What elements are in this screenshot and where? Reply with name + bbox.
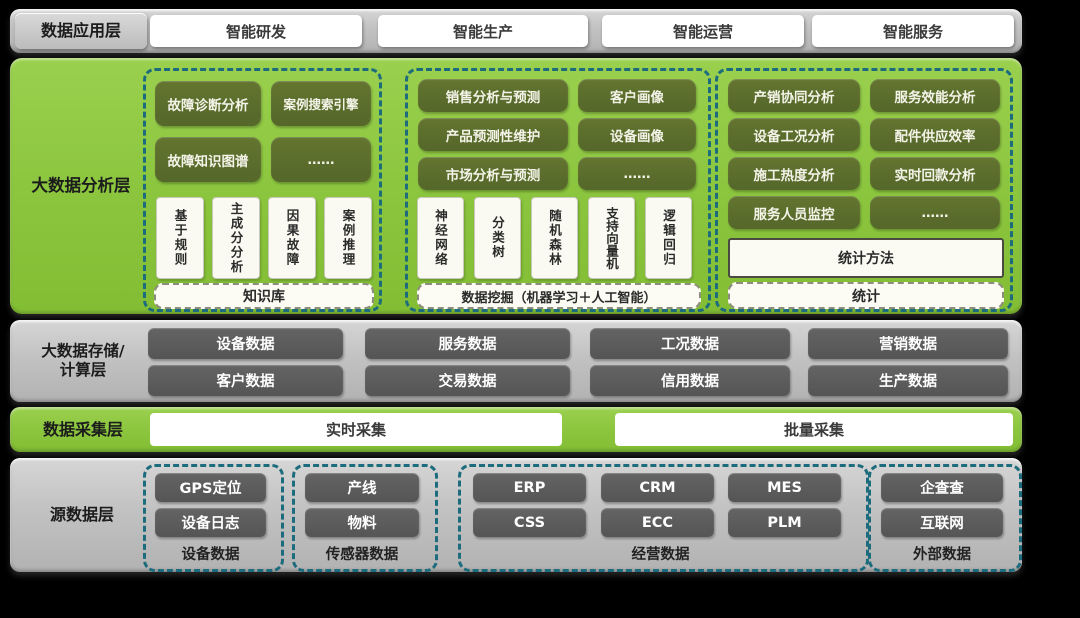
source-box: ERP (473, 473, 586, 502)
storage-box: 交易数据 (365, 365, 570, 396)
analysis-layer-bar: 大数据分析层 故障诊断分析 案例搜索引擎 故障知识图谱 …… 基于规则 主成分分… (10, 58, 1022, 314)
storage-box: 生产数据 (808, 365, 1008, 396)
storage-box: 服务数据 (365, 328, 570, 359)
analysis-box: 服务效能分析 (870, 79, 1000, 112)
storage-box: 客户数据 (148, 365, 343, 396)
storage-box: 营销数据 (808, 328, 1008, 359)
analysis-box: 配件供应效率 (870, 118, 1000, 151)
source-box: 物料 (305, 508, 419, 537)
analysis-vertical-box: 主成分分析 (212, 197, 260, 279)
source-group-business: ERP CRM MES CSS ECC PLM 经营数据 (458, 464, 869, 572)
app-layer-label-tab (15, 13, 147, 49)
storage-box: 信用数据 (590, 365, 790, 396)
analysis-box: 案例搜索引擎 (271, 81, 371, 126)
storage-layer-label: 大数据存储/ 计算层 (20, 340, 146, 382)
source-box: 设备日志 (155, 508, 266, 537)
collection-layer-bar: 数据采集层 实时采集 批量采集 (10, 407, 1022, 452)
analysis-vertical-box: 基于规则 (156, 197, 204, 279)
source-group-sensor: 产线 物料 传感器数据 (292, 464, 438, 572)
analysis-group-mining: 销售分析与预测 客户画像 产品预测性维护 设备画像 市场分析与预测 …… 神经网… (405, 68, 711, 312)
source-group-caption: 经营数据 (631, 546, 690, 563)
analysis-layer-label: 大数据分析层 (31, 175, 131, 195)
analysis-group-statistics: 产销协同分析 服务效能分析 设备工况分析 配件供应效率 施工热度分析 实时回款分… (715, 68, 1013, 312)
analysis-box: 施工热度分析 (728, 157, 860, 190)
analysis-box: 实时回款分析 (870, 157, 1000, 190)
analysis-box: 设备画像 (578, 118, 696, 151)
analysis-group-knowledge: 故障诊断分析 案例搜索引擎 故障知识图谱 …… 基于规则 主成分分析 因果故障 … (143, 68, 382, 312)
analysis-box: …… (578, 157, 696, 190)
analysis-vertical-box: 分类树 (474, 197, 521, 279)
source-box: 产线 (305, 473, 419, 502)
source-group-caption: 设备数据 (181, 546, 240, 563)
app-item-service: 智能服务 (812, 15, 1014, 47)
analysis-box: 产销协同分析 (728, 79, 860, 112)
app-item-production: 智能生产 (378, 15, 588, 47)
analysis-vertical-box: 案例推理 (324, 197, 372, 279)
analysis-box: 设备工况分析 (728, 118, 860, 151)
analysis-box: 产品预测性维护 (418, 118, 568, 151)
source-box: ECC (601, 508, 714, 537)
storage-box: 工况数据 (590, 328, 790, 359)
collection-layer-label: 数据采集层 (42, 420, 123, 439)
analysis-vertical-box: 逻辑回归 (645, 197, 692, 279)
app-item-research: 智能研发 (150, 15, 362, 47)
source-group-device: GPS定位 设备日志 设备数据 (143, 464, 284, 572)
source-box: PLM (728, 508, 841, 537)
source-layer-label: 源数据层 (49, 505, 114, 524)
source-layer-bar: 源数据层 GPS定位 设备日志 设备数据 产线 物料 传感器数据 ERP CRM… (10, 458, 1022, 572)
analysis-box: 故障知识图谱 (155, 137, 261, 182)
source-box: CSS (473, 508, 586, 537)
analysis-box: 故障诊断分析 (155, 81, 261, 126)
source-group-external: 企查查 互联网 外部数据 (868, 464, 1022, 572)
app-layer-bar: 数据应用层 智能研发 智能生产 智能运营 智能服务 (10, 9, 1022, 53)
realtime-collection-box: 实时采集 (150, 413, 562, 446)
batch-collection-box: 批量采集 (615, 413, 1013, 446)
app-item-operation: 智能运营 (602, 15, 804, 47)
source-group-caption: 传感器数据 (325, 546, 399, 563)
source-box: MES (728, 473, 841, 502)
analysis-box: 市场分析与预测 (418, 157, 568, 190)
analysis-vertical-box: 因果故障 (268, 197, 316, 279)
storage-layer-label-line1: 大数据存储/ (41, 341, 125, 360)
source-box: CRM (601, 473, 714, 502)
data-mining-footer: 数据挖掘（机器学习＋人工智能） (417, 283, 701, 309)
source-box: GPS定位 (155, 473, 266, 502)
analysis-vertical-box: 随机森林 (531, 197, 578, 279)
analysis-box: 客户画像 (578, 79, 696, 112)
source-group-caption: 外部数据 (913, 546, 971, 563)
knowledge-base-footer: 知识库 (154, 283, 374, 309)
analysis-box: 销售分析与预测 (418, 79, 568, 112)
analysis-box: …… (271, 137, 371, 182)
source-box: 互联网 (881, 508, 1003, 537)
analysis-box: 服务人员监控 (728, 196, 860, 229)
app-layer-label: 数据应用层 (40, 21, 121, 40)
storage-layer-label-line2: 计算层 (59, 361, 107, 379)
analysis-box: …… (870, 196, 1000, 229)
statistical-method-box: 统计方法 (728, 238, 1004, 278)
statistics-footer: 统计 (728, 282, 1004, 309)
analysis-vertical-box: 神经网络 (417, 197, 464, 279)
analysis-vertical-box: 支持向量机 (588, 197, 635, 279)
storage-box: 设备数据 (148, 328, 343, 359)
source-box: 企查查 (881, 473, 1003, 502)
storage-layer-bar: 大数据存储/ 计算层 设备数据 服务数据 工况数据 营销数据 客户数据 交易数据… (10, 320, 1022, 402)
